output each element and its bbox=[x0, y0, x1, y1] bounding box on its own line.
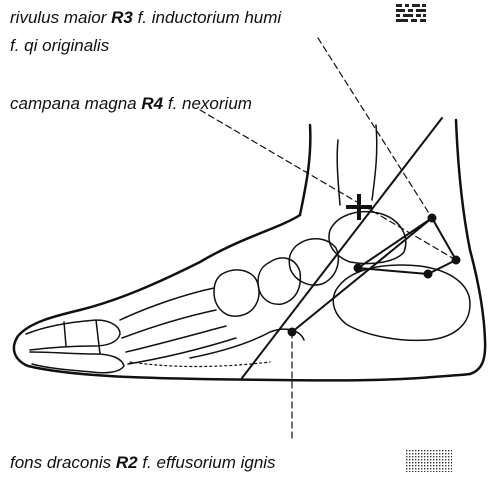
category-texture-icon bbox=[394, 2, 428, 24]
label-r3-line1: rivulus maior R3 f. inductorium humi bbox=[10, 8, 281, 28]
fibula-outline bbox=[372, 125, 377, 200]
tibia-outline bbox=[337, 140, 340, 205]
metatarsal-5 bbox=[190, 329, 304, 358]
meridian-line-2 bbox=[292, 218, 432, 332]
r4-leader-line bbox=[200, 110, 456, 260]
talus-outline bbox=[329, 212, 406, 264]
point-r2 bbox=[288, 328, 297, 337]
cuboid-outline bbox=[258, 258, 300, 304]
metatarsal-1 bbox=[120, 288, 216, 338]
sole-detail bbox=[130, 362, 270, 367]
leg-front-outline bbox=[300, 125, 310, 215]
label-r2: fons draconis R2 f. effusorium ignis bbox=[10, 453, 276, 473]
point-r3 bbox=[428, 214, 437, 223]
metatarsal-2 bbox=[126, 326, 236, 364]
calcaneus-outline bbox=[333, 265, 470, 340]
label-r3-line2: f. qi originalis bbox=[10, 36, 109, 56]
toe-bones bbox=[26, 320, 124, 373]
r3-leader-line bbox=[318, 38, 432, 218]
point-upper-ankle bbox=[354, 264, 363, 273]
point-r4 bbox=[452, 256, 461, 265]
cuneiform-outline bbox=[214, 270, 259, 316]
agent-dotted-swatch-icon bbox=[406, 450, 452, 472]
leg-back-outline bbox=[456, 120, 485, 374]
label-r4: campana magna R4 f. nexorium bbox=[10, 94, 252, 114]
meridian-line-1 bbox=[242, 118, 442, 378]
foot-outline bbox=[14, 215, 470, 380]
point-heel bbox=[424, 270, 433, 279]
